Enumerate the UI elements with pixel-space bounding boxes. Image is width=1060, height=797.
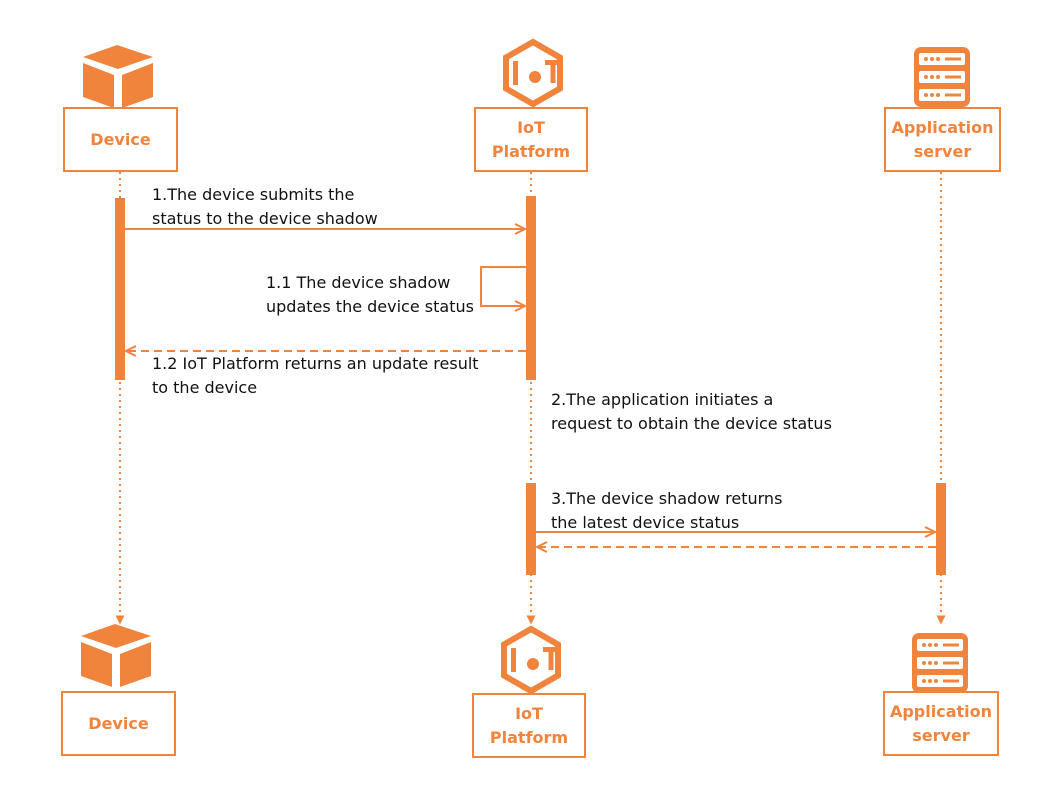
participant-iot-label: IoT Platform xyxy=(489,703,569,747)
participant-device-label: Device xyxy=(90,129,151,149)
participant-app-bottom: Application server xyxy=(883,691,999,756)
activation-bar-device xyxy=(115,198,125,380)
cube-icon xyxy=(81,624,151,687)
participant-iot-top: IoT Platform xyxy=(474,107,588,172)
message-1-label: 1.The device submits the status to the d… xyxy=(152,183,378,231)
message-3-label: 3.The device shadow returns the latest d… xyxy=(551,487,782,535)
participant-iot-bottom: IoT Platform xyxy=(472,693,586,758)
participant-device-bottom: Device xyxy=(61,691,176,756)
message-1-1-label: 1.1 The device shadow updates the device… xyxy=(266,271,474,319)
server-rack-icon xyxy=(914,47,970,107)
cube-icon xyxy=(83,45,153,108)
participant-device-top: Device xyxy=(63,107,178,172)
message-1-1-line2: updates the device status xyxy=(266,297,474,316)
message-1-2-label: 1.2 IoT Platform returns an update resul… xyxy=(152,352,479,400)
participant-app-label-line1: Application xyxy=(889,701,993,721)
message-1-line1: 1.The device submits the xyxy=(152,185,355,204)
participant-app-label-line2: server xyxy=(913,141,972,161)
message-2-line1: 2.The application initiates a xyxy=(551,390,774,409)
participant-app-top: Application server xyxy=(884,107,1001,172)
message-1-1-line1: 1.1 The device shadow xyxy=(266,273,451,292)
participant-app-label-line2: server xyxy=(912,725,970,745)
activation-bar-app xyxy=(936,483,946,575)
message-3-line1: 3.The device shadow returns xyxy=(551,489,783,508)
message-1-2-line2: to the device xyxy=(152,378,258,397)
arrow-m1-1-self xyxy=(480,266,526,306)
participant-app-label-line1: Application xyxy=(891,117,994,137)
message-3-line2: the latest device status xyxy=(551,513,740,532)
participant-iot-label: IoT Platform xyxy=(491,117,571,161)
iot-hexagon-icon xyxy=(503,38,563,108)
activation-bar-iot-2 xyxy=(526,483,536,575)
message-2-label: 2.The application initiates a request to… xyxy=(551,388,832,436)
message-1-line2: status to the device shadow xyxy=(152,209,378,228)
message-1-2-line1: 1.2 IoT Platform returns an update resul… xyxy=(152,354,479,373)
server-rack-icon xyxy=(912,633,968,693)
participant-device-label: Device xyxy=(88,713,149,733)
iot-hexagon-icon xyxy=(501,625,561,695)
activation-bar-iot-1 xyxy=(526,196,536,380)
message-2-line2: request to obtain the device status xyxy=(551,414,832,433)
